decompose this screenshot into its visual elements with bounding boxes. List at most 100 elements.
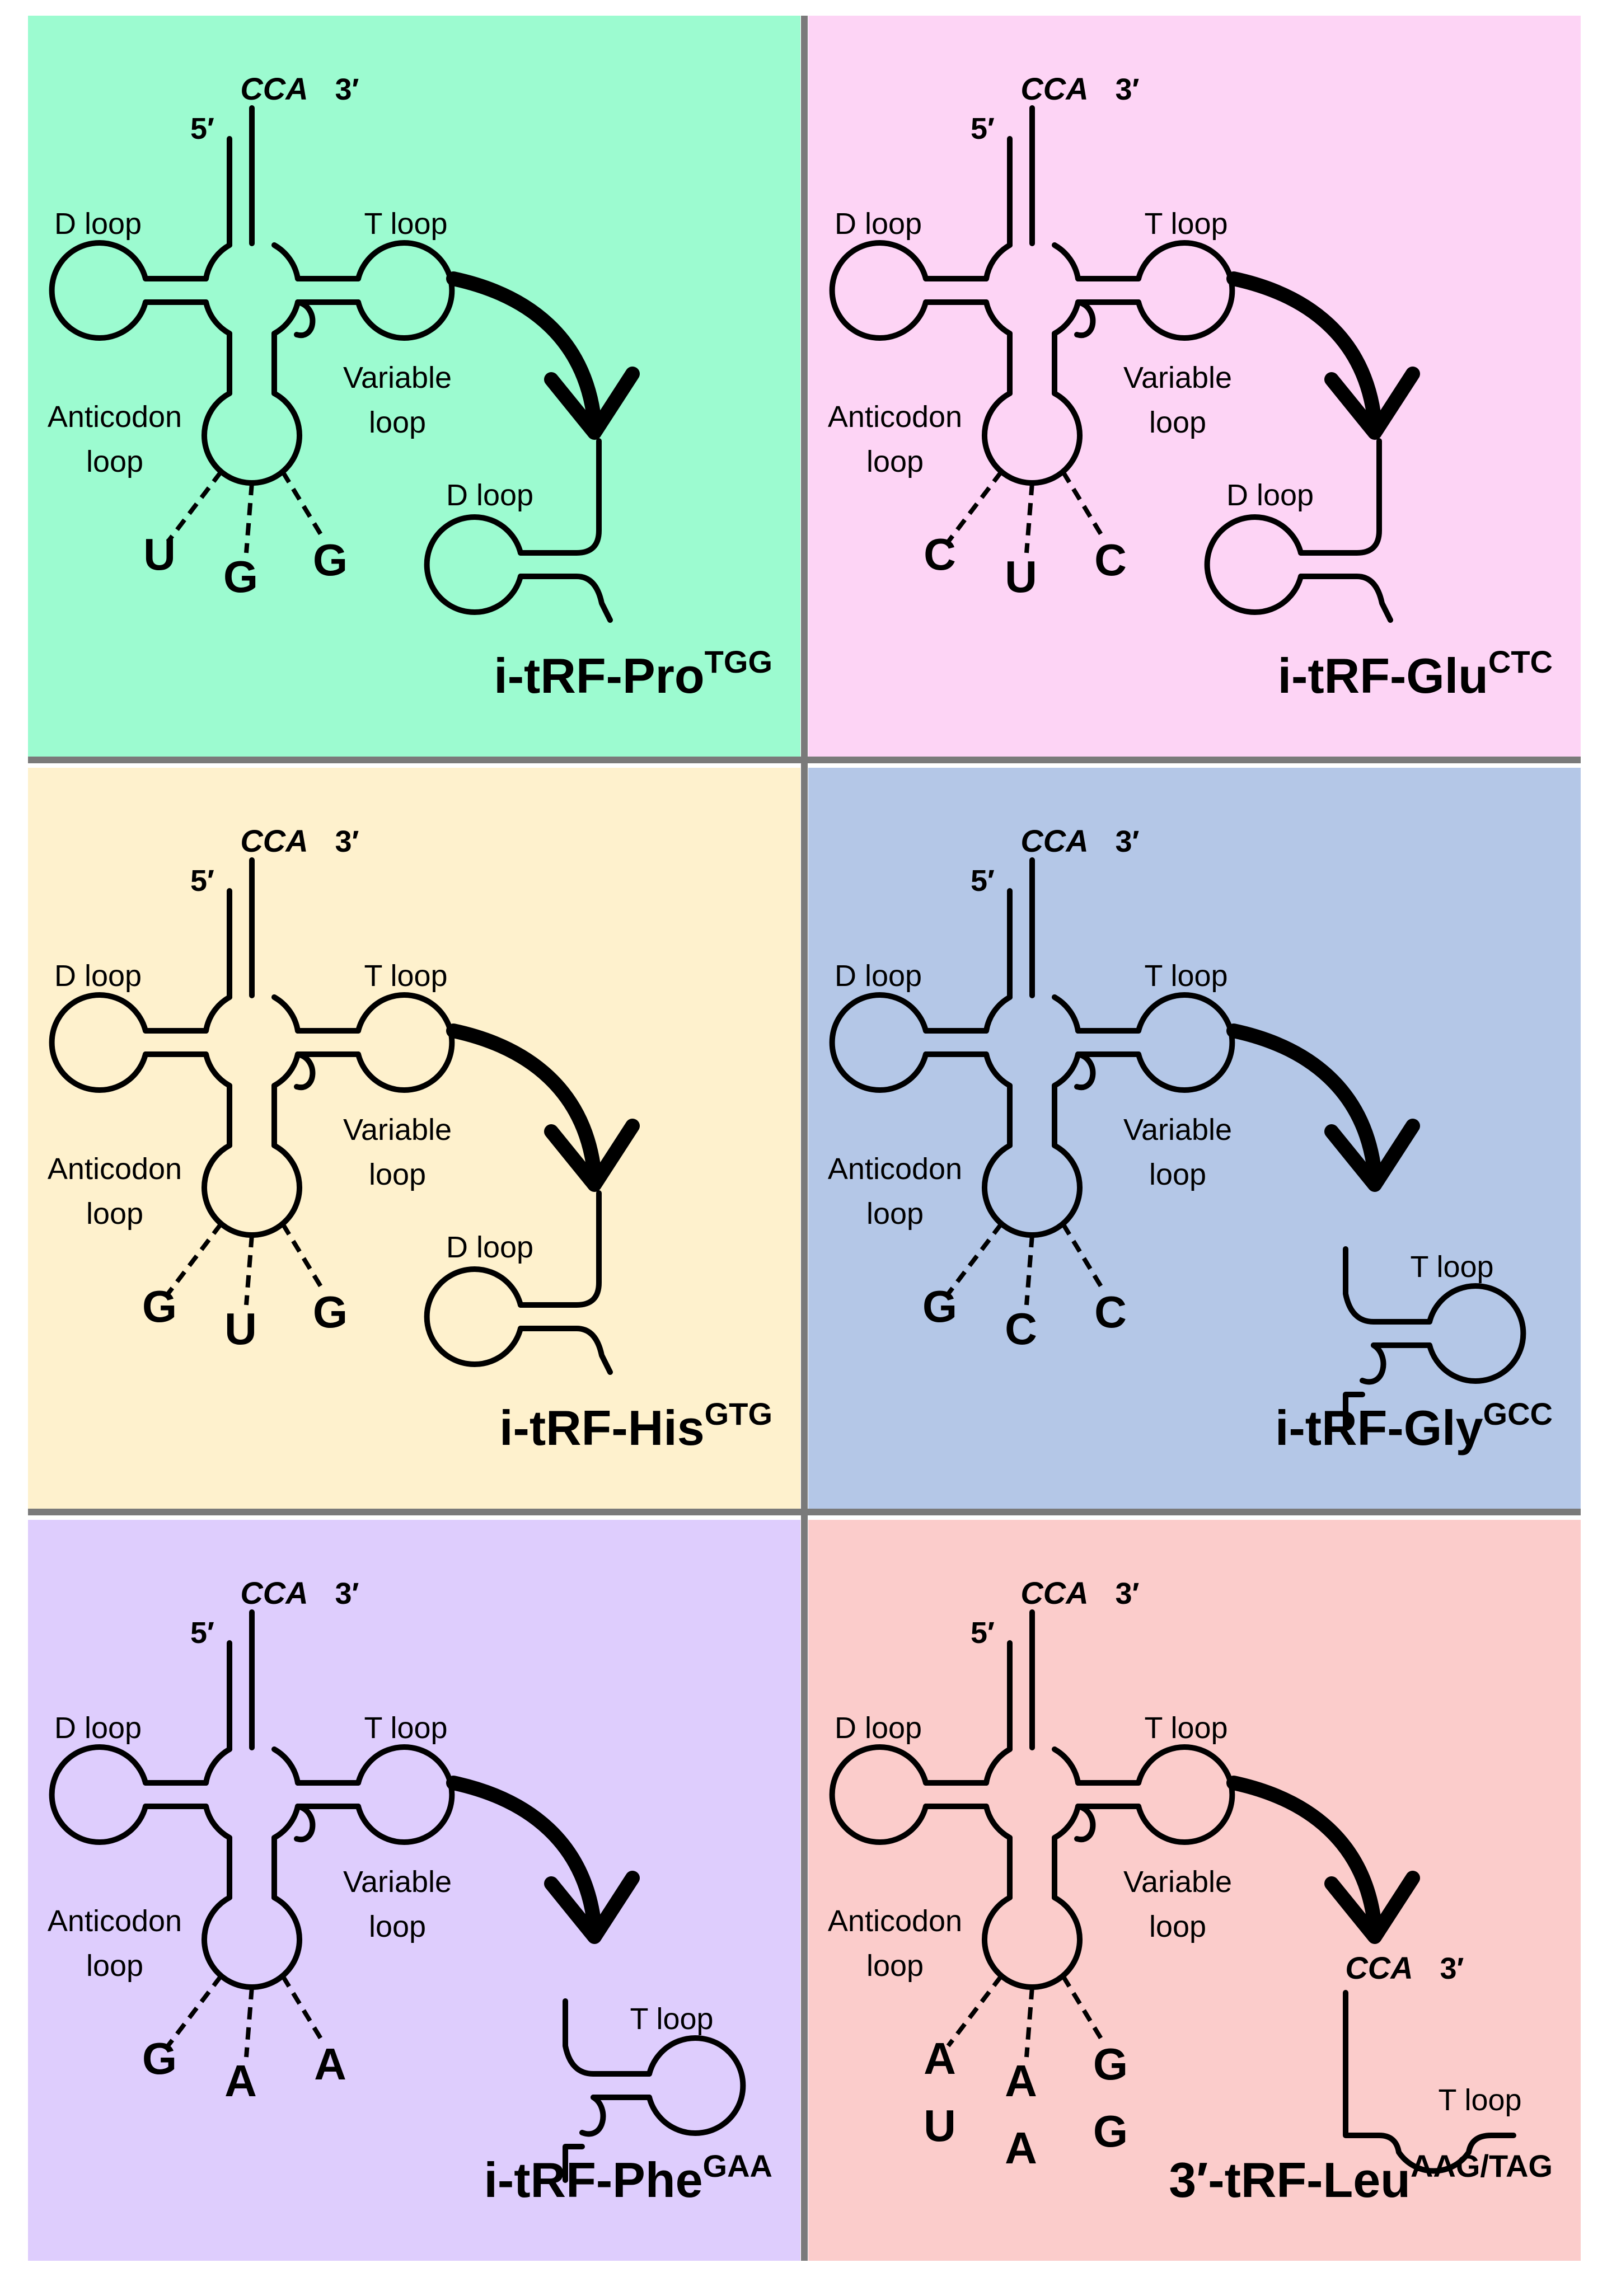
anticodon-label: Anticodon xyxy=(48,1904,182,1938)
anticodon-loop xyxy=(202,1143,302,1238)
d-loop xyxy=(829,992,929,1093)
d-stem xyxy=(923,276,989,305)
fragment-title: i-tRF-GluCTC xyxy=(1278,644,1553,703)
d-loop-label: D loop xyxy=(835,207,922,241)
anticodon-dash-1 xyxy=(946,470,1004,543)
fragment-3prime-arm xyxy=(1343,1990,1516,2174)
five-prime-label: 5′ xyxy=(190,112,214,145)
arrow-head xyxy=(1324,367,1420,440)
anticodon-dash-2 xyxy=(1024,1234,1034,1306)
anticodon-base: A xyxy=(924,2034,956,2083)
cleavage-arrow xyxy=(446,1023,640,1192)
arrow-shaft xyxy=(1226,1776,1381,1924)
anticodon-alt-base: U xyxy=(924,2101,956,2151)
t-loop-label: T loop xyxy=(364,207,447,241)
t-loop-label: T loop xyxy=(364,959,447,993)
five-prime-label: 5′ xyxy=(190,1616,214,1650)
panel-background xyxy=(28,768,800,1509)
variable-label: Variable xyxy=(343,1113,452,1147)
fragment-d-loop xyxy=(424,514,523,615)
anticodon-dash-3 xyxy=(280,1974,324,2042)
anticodon-label: Anticodon xyxy=(48,400,182,434)
panel-background xyxy=(808,16,1581,757)
arrow-shaft xyxy=(1226,1023,1381,1172)
fragment-title-superscript: TGG xyxy=(705,644,772,679)
anticodon-label: Anticodon xyxy=(828,400,962,434)
fragment-loop-label: T loop xyxy=(1438,2083,1521,2117)
cleavage-arrow xyxy=(446,1776,640,1944)
anticodon-stem xyxy=(227,1835,277,1900)
variable-loop-label: loop xyxy=(369,1158,426,1191)
fragment-lower-strand xyxy=(518,574,613,623)
t-stem xyxy=(295,276,361,305)
t-loop xyxy=(1136,240,1235,341)
anticodon-base: A xyxy=(224,2056,257,2106)
anticodon-dash-3 xyxy=(1061,470,1104,538)
anticodon-base: G xyxy=(142,2034,177,2083)
arrow-head xyxy=(1324,1119,1420,1192)
anticodon-dash-2 xyxy=(244,1987,254,2058)
anticodon-label: Anticodon xyxy=(828,1152,962,1186)
fragment-title: i-tRF-HisGTG xyxy=(499,1396,772,1455)
d-stem xyxy=(923,1028,989,1057)
anticodon-dash-1 xyxy=(166,470,223,543)
anticodon-dash-3 xyxy=(280,1222,324,1290)
fragment-title: i-tRF-PheGAA xyxy=(484,2148,772,2208)
fragment-title-superscript: GCC xyxy=(1483,1396,1553,1431)
anticodon-dash-2 xyxy=(1024,1987,1034,2058)
fragment-title: i-tRF-ProTGG xyxy=(494,644,772,703)
three-prime-label: 3′ xyxy=(1116,73,1140,106)
fragment-5prime-strand xyxy=(1343,1246,1376,1325)
cleavage-arrow xyxy=(1226,1776,1420,1944)
anticodon-base: G xyxy=(223,552,258,602)
anticodon-dash-1 xyxy=(166,1222,223,1295)
center-junction xyxy=(203,994,301,1088)
fragment-lower-strand xyxy=(518,1326,613,1375)
anticodon-stem xyxy=(1007,1083,1057,1148)
arrow-head xyxy=(544,1871,640,1944)
fragment-title-main: i-tRF-Glu xyxy=(1278,648,1488,703)
anticodon-dash-2 xyxy=(244,1234,254,1306)
d-loop xyxy=(49,240,148,341)
panel-background xyxy=(808,1520,1581,2261)
d-loop-label: D loop xyxy=(835,1711,922,1745)
variable-loop-label: loop xyxy=(369,406,426,439)
variable-loop-label: loop xyxy=(369,1910,426,1943)
variable-loop xyxy=(294,1051,316,1091)
t-stem xyxy=(1075,1028,1141,1057)
fragment-cca-label: CCA xyxy=(1345,1950,1413,1985)
anticodon-loop-label: loop xyxy=(86,445,143,478)
cca-label: CCA xyxy=(240,71,308,106)
t-stem xyxy=(1075,1780,1141,1809)
five-prime-label: 5′ xyxy=(190,864,214,898)
t-loop-label: T loop xyxy=(1144,1711,1227,1745)
fragment-loop-label: D loop xyxy=(1226,478,1314,512)
variable-label: Variable xyxy=(343,361,452,395)
variable-loop-label: loop xyxy=(1149,1910,1206,1943)
arrow-head xyxy=(544,1119,640,1192)
anticodon-base: G xyxy=(922,1281,957,1331)
fragment-title-main: i-tRF-Pro xyxy=(494,648,704,703)
arrow-shaft xyxy=(1226,271,1381,420)
anticodon-dash-1 xyxy=(166,1974,223,2048)
fragment-title-main: i-tRF-Gly xyxy=(1275,1400,1483,1455)
fragment-d-loop xyxy=(1204,514,1304,615)
center-junction xyxy=(203,1746,301,1840)
fragment-upper-strand xyxy=(518,1190,602,1308)
t-loop xyxy=(355,1744,455,1845)
fragment-d: D loop xyxy=(424,438,613,623)
arrow-head xyxy=(1324,1871,1420,1944)
d-loop-label: D loop xyxy=(54,1711,142,1745)
d-stem xyxy=(143,1780,209,1809)
three-prime-label: 3′ xyxy=(335,1577,359,1611)
fragment-title-superscript: GAA xyxy=(703,2148,772,2184)
anticodon-base: C xyxy=(1005,1304,1037,1354)
d-loop-label: D loop xyxy=(54,207,142,241)
